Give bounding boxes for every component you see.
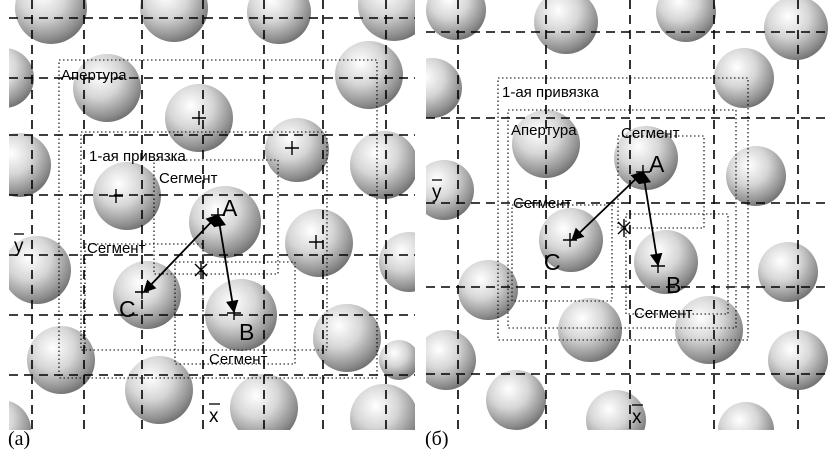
label-segment: Сегмент — [621, 125, 680, 142]
label-first-binding: 1-ая привязка — [502, 84, 600, 101]
diagram-b: 1-ая привязка Апертура Сегмент Сегмент С… — [426, 0, 831, 430]
label-point-b: B — [666, 272, 681, 298]
label-y-axis: y — [432, 182, 442, 203]
label-segment: Сегмент — [87, 240, 146, 257]
label-x-axis: x — [209, 406, 219, 427]
label-segment: Сегмент — [634, 305, 693, 322]
labels-a: Апертура 1-ая привязка Сегмент Сегмент С… — [14, 67, 268, 427]
caption-a: (а) — [8, 428, 31, 450]
label-segment: Сегмент — [513, 195, 572, 212]
label-point-c: C — [119, 296, 136, 322]
label-point-b: B — [239, 319, 254, 345]
spheres-b — [426, 0, 828, 430]
label-segment: Сегмент — [209, 351, 268, 368]
label-aperture: Апертура — [511, 122, 577, 139]
label-y-axis: y — [14, 236, 24, 257]
arrows-a — [143, 213, 239, 314]
label-first-binding: 1-ая привязка — [89, 148, 187, 165]
arrows-b — [571, 170, 663, 267]
label-aperture: Апертура — [61, 67, 127, 84]
label-segment: Сегмент — [159, 170, 218, 187]
caption-b: (б) — [425, 428, 449, 450]
label-x-axis: x — [632, 407, 642, 428]
label-point-a: A — [222, 195, 238, 221]
diagram-a: Апертура 1-ая привязка Сегмент Сегмент С… — [9, 0, 415, 430]
panel-b: 1-ая привязка Апертура Сегмент Сегмент С… — [426, 0, 831, 430]
panel-a: Апертура 1-ая привязка Сегмент Сегмент С… — [9, 0, 415, 430]
labels-b: 1-ая привязка Апертура Сегмент Сегмент С… — [432, 84, 693, 428]
label-point-a: A — [649, 151, 665, 177]
label-point-c: C — [544, 249, 561, 275]
